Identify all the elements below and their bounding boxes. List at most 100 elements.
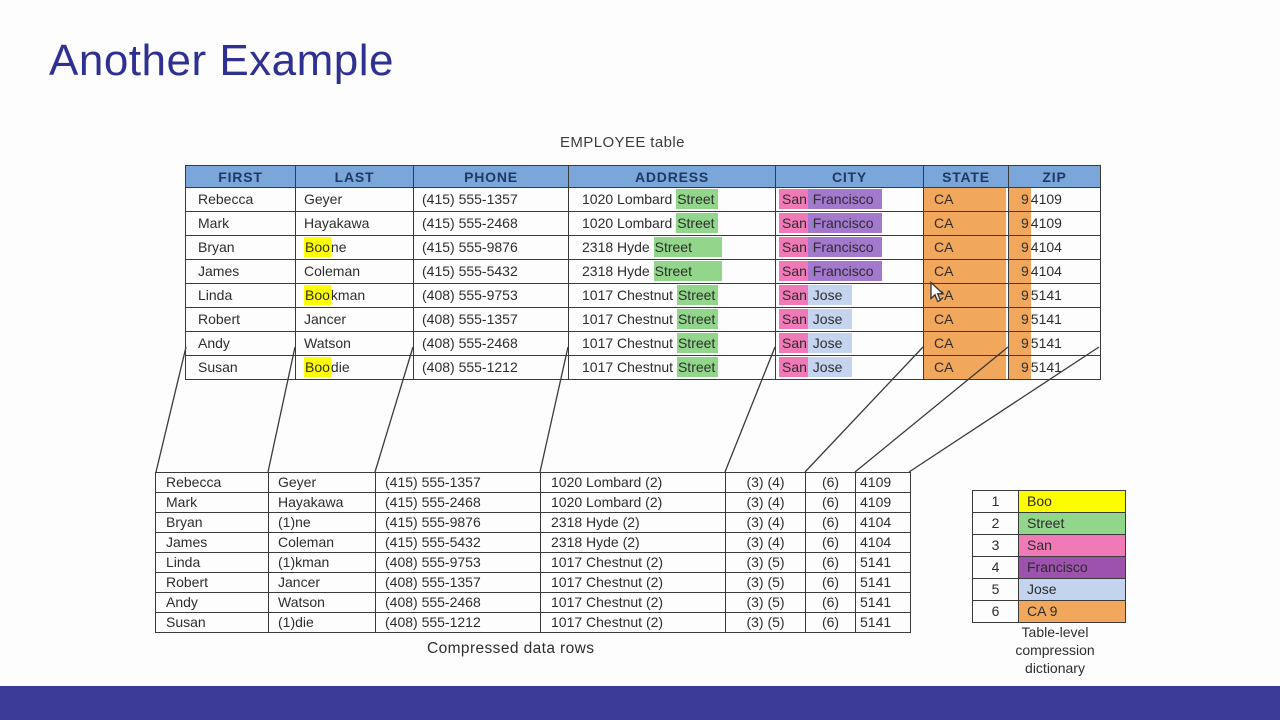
compressed-cell: Hayakawa [268, 492, 376, 513]
dictionary-value: Jose [1018, 578, 1126, 601]
employee-cell-first: Rebecca [185, 187, 296, 212]
employee-cell-city: San Jose [775, 331, 924, 356]
compressed-cell: (3) (5) [725, 572, 806, 593]
employee-cell-address: 1017 Chestnut Street [568, 307, 776, 332]
compressed-cell: 2318 Hyde (2) [540, 532, 726, 553]
compressed-cell: (408) 555-1357 [375, 572, 541, 593]
employee-cell-first: Bryan [185, 235, 296, 260]
employee-cell-state: CA [923, 355, 1009, 380]
compressed-cell: (6) [805, 572, 856, 593]
compressed-cell: Watson [268, 592, 376, 613]
compressed-cell: (3) (5) [725, 552, 806, 573]
employee-cell-last: Coleman [295, 259, 414, 284]
compressed-cell: (6) [805, 492, 856, 513]
column-header: PHONE [413, 165, 569, 188]
employee-table-caption: EMPLOYEE table [560, 134, 685, 151]
employee-cell-state: CA [923, 211, 1009, 236]
employee-cell-state: CA [923, 259, 1009, 284]
compressed-cell: (415) 555-1357 [375, 472, 541, 493]
compressed-cell: (6) [805, 592, 856, 613]
employee-cell-phone: (408) 555-1212 [413, 355, 569, 380]
dictionary-value: Boo [1018, 490, 1126, 513]
employee-cell-last: Geyer [295, 187, 414, 212]
compressed-cell: 5141 [855, 592, 911, 613]
compressed-cell: 4104 [855, 512, 911, 533]
employee-cell-city: San Francisco [775, 211, 924, 236]
column-header: LAST [295, 165, 414, 188]
employee-cell-last: Hayakawa [295, 211, 414, 236]
column-header: CITY [775, 165, 924, 188]
dictionary-code: 3 [972, 534, 1019, 557]
employee-cell-city: San Francisco [775, 187, 924, 212]
column-header: FIRST [185, 165, 296, 188]
dictionary-value: Francisco [1018, 556, 1126, 579]
employee-cell-address: 2318 Hyde Street [568, 235, 776, 260]
employee-cell-phone: (415) 555-2468 [413, 211, 569, 236]
compressed-cell: Mark [155, 492, 269, 513]
employee-cell-first: Andy [185, 331, 296, 356]
compressed-cell: (415) 555-5432 [375, 532, 541, 553]
compressed-cell: (415) 555-9876 [375, 512, 541, 533]
compressed-cell: 1020 Lombard (2) [540, 492, 726, 513]
compressed-cell: (6) [805, 472, 856, 493]
compressed-cell: 1017 Chestnut (2) [540, 572, 726, 593]
compressed-cell: (6) [805, 512, 856, 533]
compressed-cell: 1017 Chestnut (2) [540, 552, 726, 573]
employee-cell-phone: (415) 555-1357 [413, 187, 569, 212]
employee-cell-city: San Jose [775, 355, 924, 380]
compressed-cell: 5141 [855, 612, 911, 633]
compressed-cell: Andy [155, 592, 269, 613]
compressed-cell: 4104 [855, 532, 911, 553]
compressed-cell: Rebecca [155, 472, 269, 493]
compressed-cell: 1020 Lombard (2) [540, 472, 726, 493]
employee-cell-phone: (415) 555-9876 [413, 235, 569, 260]
dictionary-code: 4 [972, 556, 1019, 579]
compressed-cell: (3) (4) [725, 492, 806, 513]
employee-cell-phone: (408) 555-1357 [413, 307, 569, 332]
employee-cell-first: Susan [185, 355, 296, 380]
compressed-cell: Bryan [155, 512, 269, 533]
compressed-cell: (3) (5) [725, 612, 806, 633]
dictionary-code: 2 [972, 512, 1019, 535]
employee-cell-address: 1017 Chestnut Street [568, 283, 776, 308]
employee-cell-city: San Jose [775, 283, 924, 308]
employee-cell-last: Watson [295, 331, 414, 356]
employee-cell-city: San Jose [775, 307, 924, 332]
dictionary-caption: Table-level compression dictionary [1015, 624, 1095, 676]
compressed-cell: 1017 Chestnut (2) [540, 612, 726, 633]
employee-cell-first: Linda [185, 283, 296, 308]
compressed-cell: (6) [805, 612, 856, 633]
dictionary-value: CA 9 [1018, 600, 1126, 623]
employee-cell-address: 1020 Lombard Street [568, 211, 776, 236]
compressed-cell: 5141 [855, 572, 911, 593]
slide-title: Another Example [49, 36, 395, 85]
employee-cell-address: 1017 Chestnut Street [568, 331, 776, 356]
employee-cell-city: San Francisco [775, 259, 924, 284]
